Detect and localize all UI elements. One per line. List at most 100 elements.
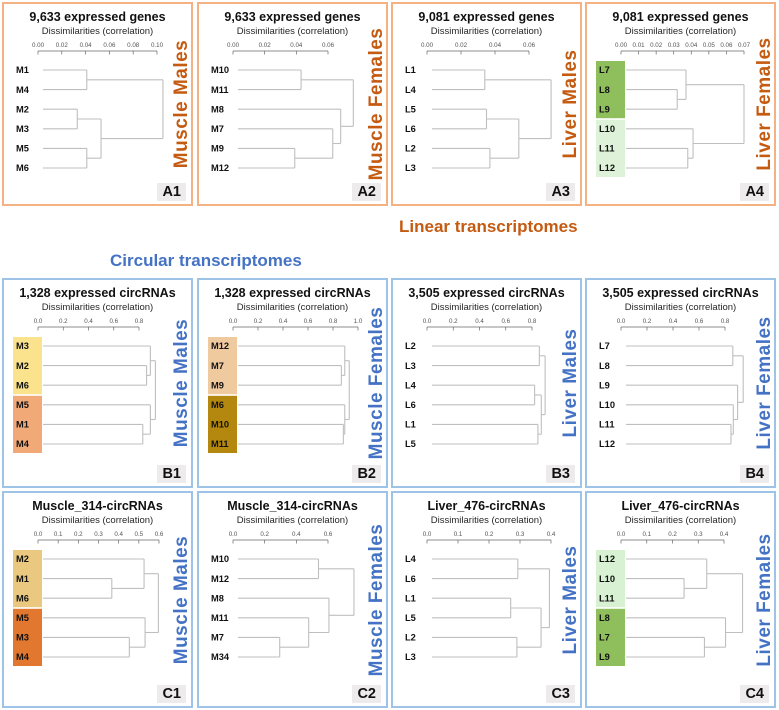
axis-label: Dissimilarities (correlation) (236, 25, 349, 37)
svg-text:0.8: 0.8 (721, 318, 730, 325)
svg-text:L3: L3 (405, 361, 416, 371)
svg-text:0.04: 0.04 (290, 42, 303, 49)
panel-C4: Liver_476-circRNAs Dissimilarities (corr… (585, 491, 776, 708)
svg-text:M11: M11 (211, 613, 229, 623)
svg-text:M1: M1 (16, 65, 29, 75)
svg-text:0.00: 0.00 (421, 42, 434, 49)
panel-title: 9,633 expressed genes (224, 10, 361, 24)
axis-label: Dissimilarities (correlation) (430, 25, 543, 37)
svg-text:0.02: 0.02 (650, 42, 663, 49)
svg-text:0.2: 0.2 (668, 531, 677, 538)
svg-text:0.00: 0.00 (32, 42, 45, 49)
panel-badge: B4 (740, 465, 769, 483)
svg-text:0.4: 0.4 (475, 318, 484, 325)
svg-text:0.2: 0.2 (485, 531, 494, 538)
svg-text:L11: L11 (599, 593, 615, 603)
svg-text:M7: M7 (211, 124, 224, 134)
svg-text:0.4: 0.4 (292, 531, 301, 538)
svg-text:0.2: 0.2 (254, 318, 263, 325)
svg-text:L6: L6 (405, 124, 416, 134)
svg-text:L10: L10 (599, 400, 615, 410)
svg-text:0.04: 0.04 (489, 42, 502, 49)
panel-badge: A3 (546, 183, 575, 201)
panel-A2: 9,633 expressed genes Dissimilarities (c… (197, 2, 388, 206)
svg-text:L10: L10 (599, 574, 615, 584)
svg-text:M2: M2 (16, 554, 29, 564)
svg-text:L7: L7 (599, 65, 610, 75)
svg-text:M9: M9 (211, 143, 224, 153)
panel-C2: Muscle_314-circRNAs Dissimilarities (cor… (197, 491, 388, 708)
svg-text:L5: L5 (405, 439, 416, 449)
group-label: Muscle Females (366, 306, 387, 460)
axis-label: Dissimilarities (correlation) (236, 301, 349, 313)
group-label: Liver Males (560, 545, 581, 654)
linear-transcriptomes-heading: Linear transcriptomes (399, 217, 578, 236)
svg-text:0.6: 0.6 (109, 318, 118, 325)
svg-text:0.4: 0.4 (84, 318, 93, 325)
svg-text:L1: L1 (405, 65, 416, 75)
svg-text:M6: M6 (16, 163, 29, 173)
svg-text:L5: L5 (405, 104, 416, 114)
svg-text:0.02: 0.02 (455, 42, 468, 49)
panel-B3: 3,505 expressed circRNAs Dissimilarities… (391, 278, 582, 488)
svg-text:0.2: 0.2 (449, 318, 458, 325)
svg-text:L1: L1 (405, 419, 416, 429)
svg-text:0.06: 0.06 (322, 42, 335, 49)
axis-label: Dissimilarities (correlation) (41, 514, 154, 526)
svg-text:0.10: 0.10 (151, 42, 164, 49)
svg-text:0.1: 0.1 (642, 531, 651, 538)
svg-text:M2: M2 (16, 104, 29, 114)
svg-text:M5: M5 (16, 143, 29, 153)
panel-B2: 1,328 expressed circRNAs Dissimilarities… (197, 278, 388, 488)
panel-B1: 1,328 expressed circRNAs Dissimilarities… (2, 278, 193, 488)
svg-text:0.3: 0.3 (694, 531, 703, 538)
svg-text:0.3: 0.3 (94, 531, 103, 538)
svg-text:1.0: 1.0 (354, 318, 363, 325)
svg-text:L11: L11 (599, 143, 615, 153)
svg-text:L2: L2 (405, 341, 416, 351)
svg-text:0.1: 0.1 (454, 531, 463, 538)
svg-text:L6: L6 (405, 574, 416, 584)
svg-text:0.8: 0.8 (528, 318, 537, 325)
svg-text:M4: M4 (16, 439, 30, 449)
svg-text:L7: L7 (599, 632, 610, 642)
svg-text:L12: L12 (599, 554, 615, 564)
group-label: Muscle Males (171, 39, 192, 169)
svg-text:L4: L4 (405, 380, 417, 390)
svg-text:0.0: 0.0 (423, 531, 432, 538)
svg-text:M34: M34 (211, 652, 230, 662)
svg-text:M5: M5 (16, 400, 29, 410)
svg-text:M3: M3 (16, 124, 29, 134)
svg-text:M11: M11 (211, 439, 229, 449)
group-label: Muscle Females (366, 27, 387, 181)
axis-label: Dissimilarities (correlation) (236, 514, 349, 526)
panel-title: Liver_476-circRNAs (621, 499, 740, 513)
svg-text:L12: L12 (599, 163, 615, 173)
svg-text:0.06: 0.06 (103, 42, 116, 49)
panel-B4: 3,505 expressed circRNAs Dissimilarities… (585, 278, 776, 488)
panel-A3: 9,081 expressed genes Dissimilarities (c… (391, 2, 582, 206)
svg-text:M6: M6 (16, 593, 29, 603)
panel-badge: A1 (157, 183, 186, 201)
svg-text:L9: L9 (599, 652, 610, 662)
svg-text:0.2: 0.2 (59, 318, 68, 325)
svg-text:0.0: 0.0 (229, 531, 238, 538)
svg-text:L8: L8 (599, 85, 610, 95)
panel-title: 1,328 expressed circRNAs (214, 286, 371, 300)
group-label: Liver Males (560, 49, 581, 159)
panel-title: Muscle_314-circRNAs (227, 499, 358, 513)
svg-text:0.02: 0.02 (56, 42, 69, 49)
svg-text:L3: L3 (405, 163, 416, 173)
svg-text:L2: L2 (405, 143, 416, 153)
svg-text:M7: M7 (211, 632, 224, 642)
svg-text:M9: M9 (211, 380, 224, 390)
svg-text:M1: M1 (16, 574, 29, 584)
panel-title: 1,328 expressed circRNAs (19, 286, 176, 300)
